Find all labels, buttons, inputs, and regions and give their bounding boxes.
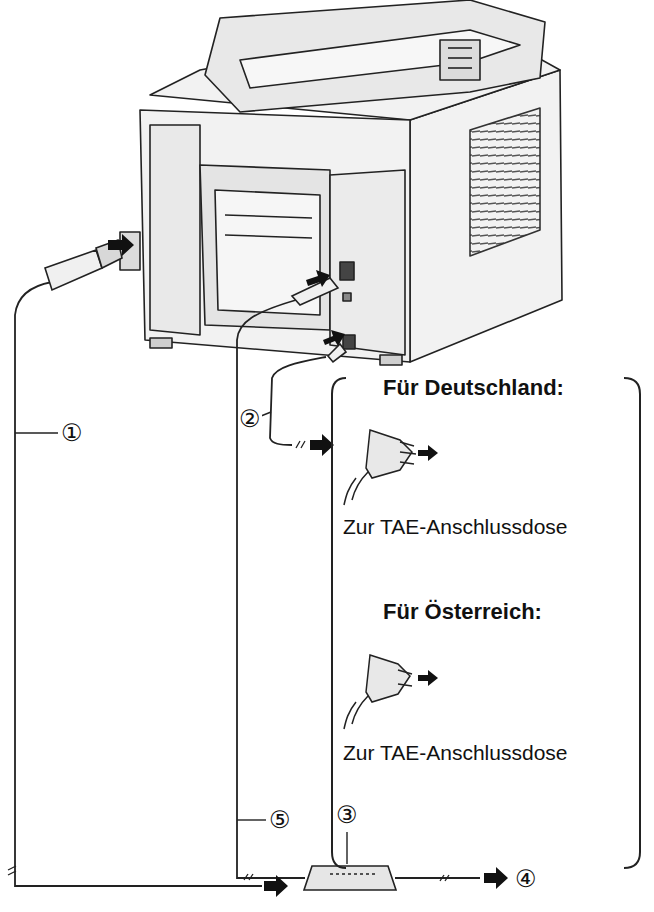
plugs — [45, 240, 346, 362]
socket-note: Zur TAE-Anschlussdose — [343, 512, 583, 541]
callout-number: ② — [238, 404, 262, 434]
callout-number: ① — [60, 418, 84, 448]
cables — [15, 282, 480, 886]
country-heading: Für Deutschland: — [383, 374, 564, 402]
router — [304, 866, 396, 890]
printer-drawing — [120, 0, 562, 365]
arrows — [108, 234, 508, 897]
cut-marks — [8, 441, 449, 881]
callout-number: ⑤ — [268, 805, 292, 835]
bracket — [332, 378, 640, 868]
callout-number: ③ — [335, 800, 359, 830]
leader-lines — [15, 412, 347, 864]
socket-note: Zur TAE-Anschlussdose — [343, 738, 583, 767]
tae-plugs — [344, 430, 416, 729]
country-heading: Für Österreich: — [383, 598, 542, 626]
callout-number: ④ — [514, 864, 538, 894]
